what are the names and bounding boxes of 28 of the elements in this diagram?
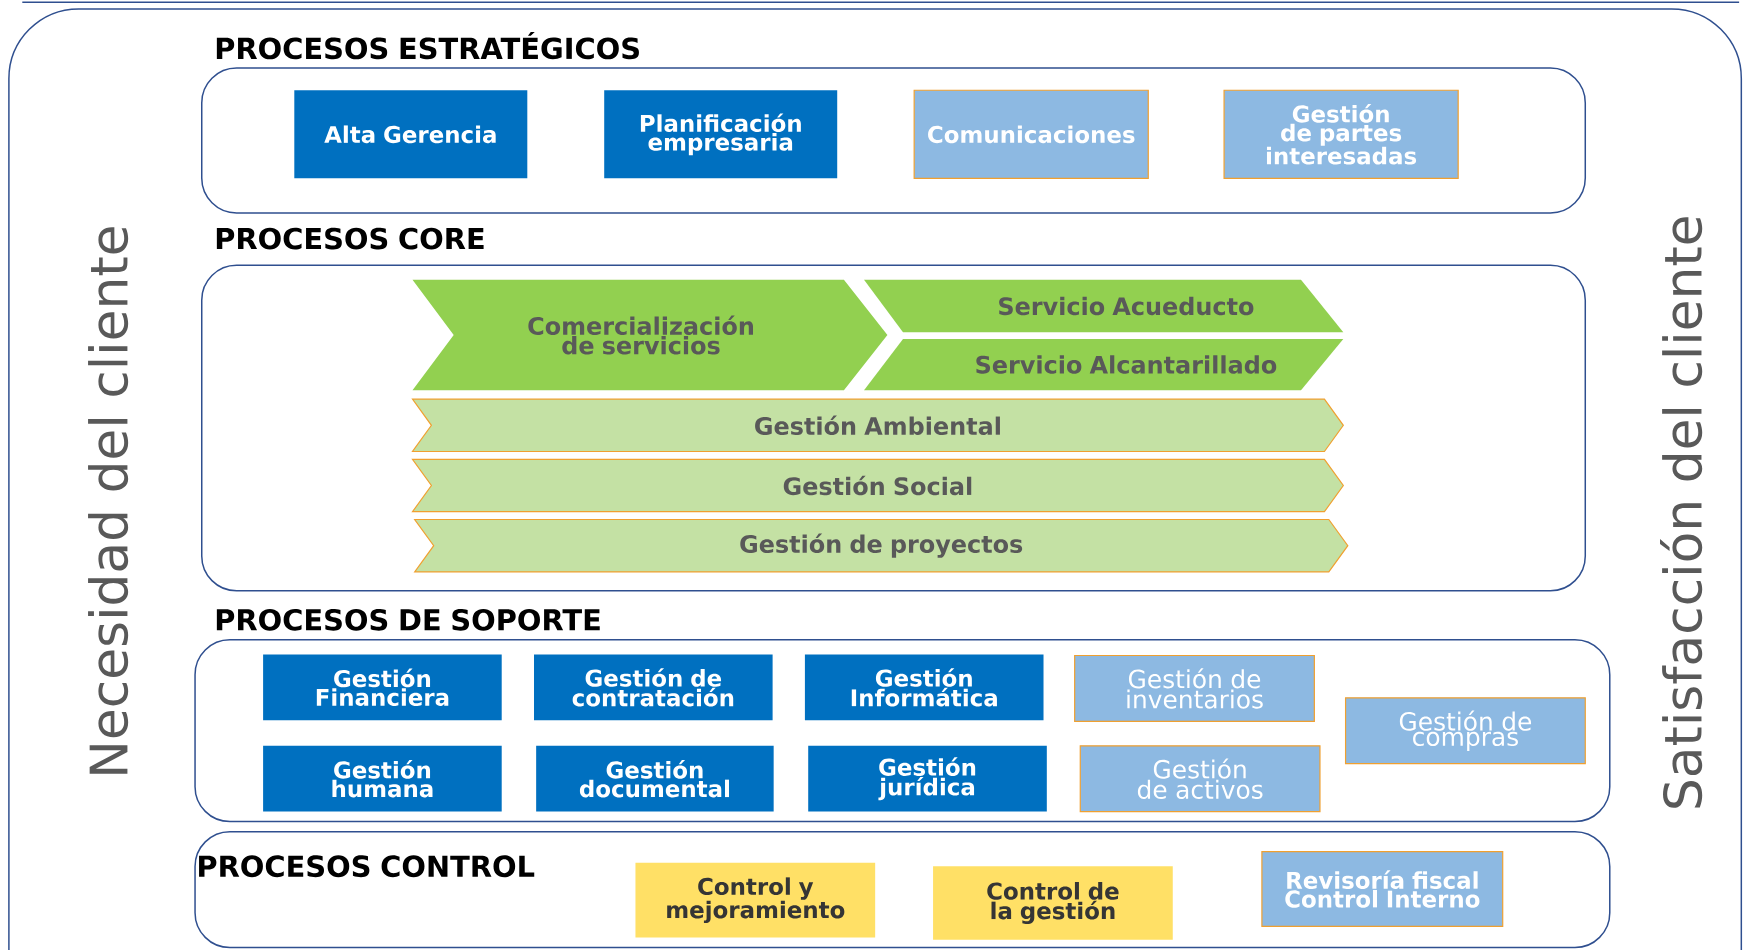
process-box: Gestión documental bbox=[536, 745, 774, 812]
side-label: Satisfacción del cliente bbox=[1660, 217, 1703, 808]
process-box: Revisoría fiscal Control Interno bbox=[1261, 851, 1504, 927]
arrow-band: Servicio Acueducto bbox=[864, 279, 1344, 333]
arrow-band: Servicio Alcantarillado bbox=[864, 338, 1344, 391]
section-heading: PROCESOS CONTROL bbox=[199, 855, 535, 878]
process-box: Comunicaciones bbox=[913, 89, 1149, 179]
process-box: Gestión Financiera bbox=[263, 654, 502, 721]
side-label: Necesidad del cliente bbox=[88, 227, 129, 774]
process-box: Control de la gestión bbox=[933, 866, 1173, 940]
process-box: Control y mejoramiento bbox=[635, 862, 876, 938]
process-box: Alta Gerencia bbox=[294, 90, 528, 179]
process-box: Gestión de partes interesadas bbox=[1223, 89, 1459, 179]
process-box: Gestión de compras bbox=[1344, 697, 1586, 765]
node-label: Comercialización de servicios bbox=[528, 315, 754, 355]
process-box: Gestión humana bbox=[263, 745, 502, 812]
process-box: Gestión de inventarios bbox=[1074, 654, 1315, 722]
section-heading: PROCESOS CORE bbox=[216, 227, 484, 250]
arrow-band: Gestión Ambiental bbox=[411, 398, 1345, 453]
process-box: Gestión jurídica bbox=[808, 745, 1047, 812]
process-box: Gestión de contratación bbox=[534, 654, 773, 721]
process-box: Gestión de activos bbox=[1079, 745, 1321, 813]
process-box: Gestión Informática bbox=[804, 654, 1044, 721]
section-heading: PROCESOS DE SOPORTE bbox=[216, 608, 600, 631]
section-heading: PROCESOS ESTRATÉGICOS bbox=[216, 32, 639, 60]
process-box: Planificación empresaria bbox=[604, 90, 838, 179]
arrow-band: Gestión de proyectos bbox=[413, 518, 1349, 573]
arrow-band: Gestión Social bbox=[411, 458, 1345, 513]
